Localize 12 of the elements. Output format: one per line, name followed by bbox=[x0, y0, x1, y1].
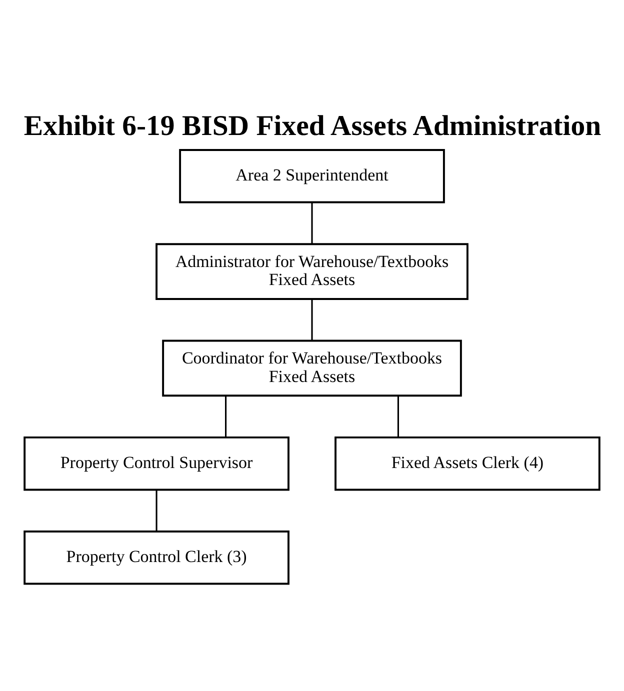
connector bbox=[311, 298, 313, 340]
connector bbox=[225, 395, 227, 437]
node-box: Fixed Assets Clerk (4) bbox=[334, 436, 600, 490]
node-box: Area 2 Superintendent bbox=[179, 148, 445, 203]
connector bbox=[397, 395, 400, 437]
connector bbox=[311, 202, 313, 244]
node-box: Administrator for Warehouse/Textbooks Fixed Assets bbox=[156, 242, 468, 300]
node-box: Property Control Clerk (3) bbox=[24, 530, 290, 584]
node-box: Property Control Supervisor bbox=[24, 436, 290, 490]
diagram-title: Exhibit 6-19 BISD Fixed Assets Administration bbox=[24, 110, 602, 142]
node-box: Coordinator for Warehouse/Textbooks Fixed Assets bbox=[162, 339, 462, 396]
connector bbox=[156, 489, 158, 531]
